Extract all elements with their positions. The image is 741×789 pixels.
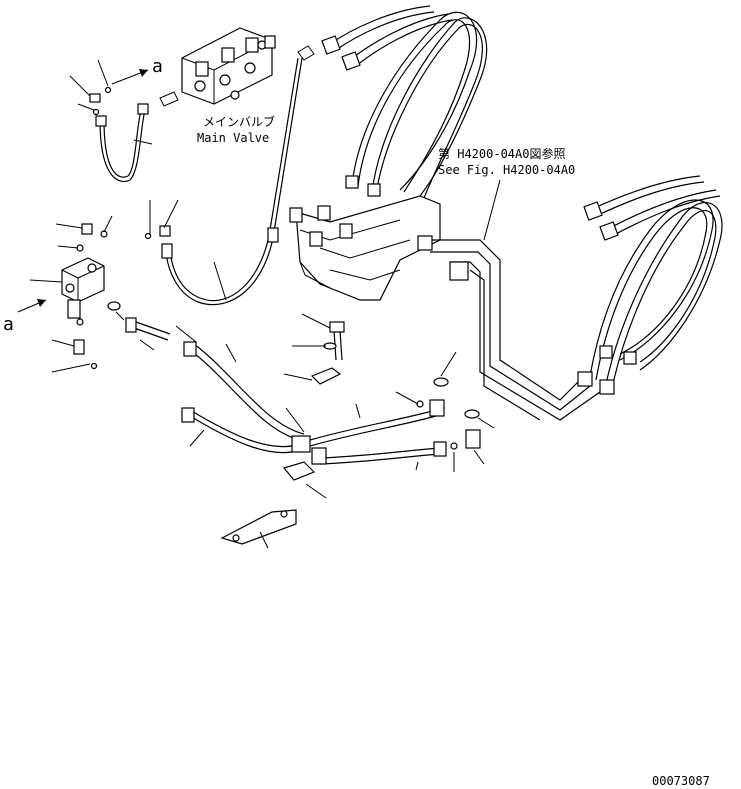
view-arrow-icon <box>139 69 148 77</box>
main-valve-return-hose <box>161 57 303 306</box>
o-rings-right <box>433 351 495 429</box>
view-marker-left: a <box>3 299 47 335</box>
reference-label-jp: 第 H4200-04A0図参照 <box>438 146 565 161</box>
lower-right-fittings <box>355 391 485 472</box>
left-fittings <box>29 199 179 373</box>
left-valve-block <box>61 257 105 319</box>
short-hose-top <box>95 103 153 183</box>
center-pipe-assembly <box>289 195 441 301</box>
drawing-number: 00073087 <box>652 774 710 788</box>
top-center-hoses <box>321 5 488 199</box>
main-valve <box>159 27 315 107</box>
view-arrow-icon <box>37 299 46 307</box>
view-marker-label: a <box>152 56 163 77</box>
top-left-fittings <box>69 59 112 116</box>
right-pipe-run <box>417 235 601 421</box>
main-valve-label-en: Main Valve <box>197 131 269 145</box>
reference-label-en: See Fig. H4200-04A0 <box>438 163 575 177</box>
right-hoses <box>577 175 723 395</box>
left-bolt <box>107 301 171 351</box>
reference-leader <box>483 179 501 241</box>
clamp-assembly <box>220 313 345 549</box>
main-valve-label-jp: メインバルブ <box>203 114 275 129</box>
view-marker-top: a <box>111 56 163 85</box>
lower-hoses <box>175 325 441 465</box>
view-marker-label: a <box>3 314 14 335</box>
